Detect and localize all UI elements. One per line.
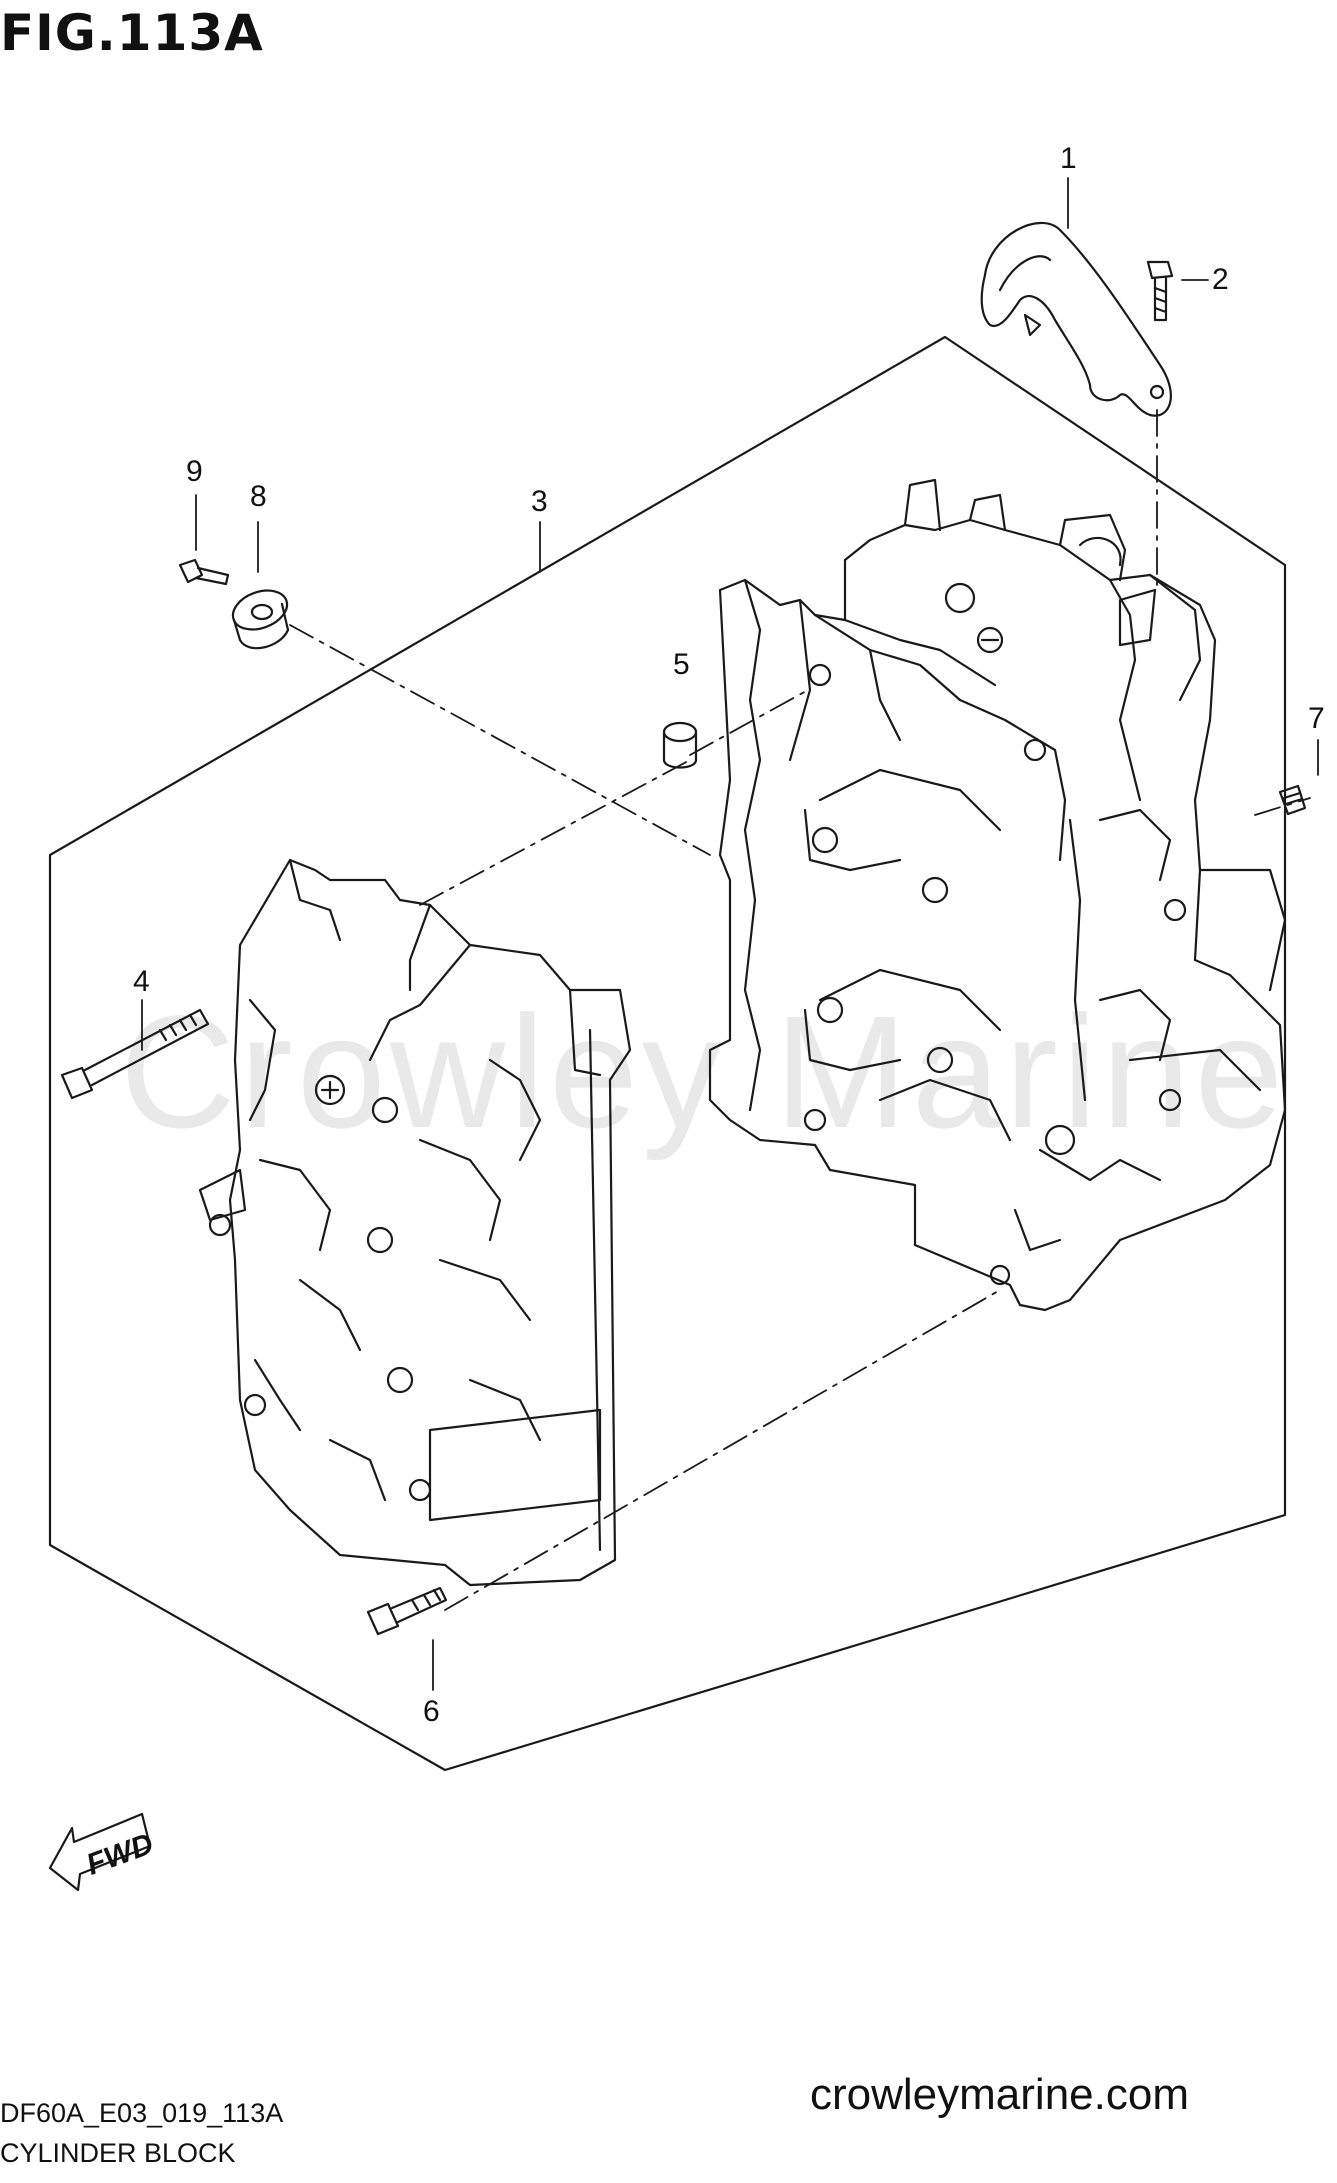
site-url: crowleymarine.com (810, 2070, 1189, 2119)
hanger-part (980, 221, 1172, 417)
leader-line-block-mate (419, 759, 691, 906)
figure-caption: CYLINDER BLOCK (0, 2138, 236, 2168)
fwd-arrow-icon (48, 1812, 152, 1892)
cap-part-8 (231, 589, 290, 650)
callout-9: 9 (186, 455, 203, 488)
leader-line-plug-7 (1254, 797, 1311, 816)
dowel-part-5 (662, 721, 698, 769)
cylinder-block-main (708, 478, 1287, 1312)
bolt-part-2 (1146, 260, 1174, 322)
leader-line-dowel-5 (689, 689, 809, 756)
callout-5: 5 (673, 648, 690, 681)
leader-line-cap-8 (289, 624, 711, 856)
bolt-part-9 (178, 558, 230, 586)
callout-7: 7 (1308, 702, 1325, 735)
figure-title: FIG.113A (0, 4, 264, 62)
callout-6: 6 (423, 1695, 440, 1728)
bolt-part-6 (366, 1586, 448, 1636)
callout-1: 1 (1060, 142, 1077, 175)
callout-3: 3 (531, 485, 548, 518)
figure-code: DF60A_E03_019_113A (0, 2098, 284, 2128)
callout-2: 2 (1212, 263, 1229, 296)
bolt-part-4 (60, 1008, 210, 1100)
callout-4: 4 (133, 965, 150, 998)
assembly-boundary (48, 335, 1287, 1772)
leader-line-bolt-6 (444, 1289, 1001, 1611)
crankcase-half (198, 858, 632, 1587)
plug-part-7 (1278, 784, 1307, 816)
watermark: Crowley Marine (120, 982, 1288, 1161)
callout-8: 8 (250, 480, 267, 513)
